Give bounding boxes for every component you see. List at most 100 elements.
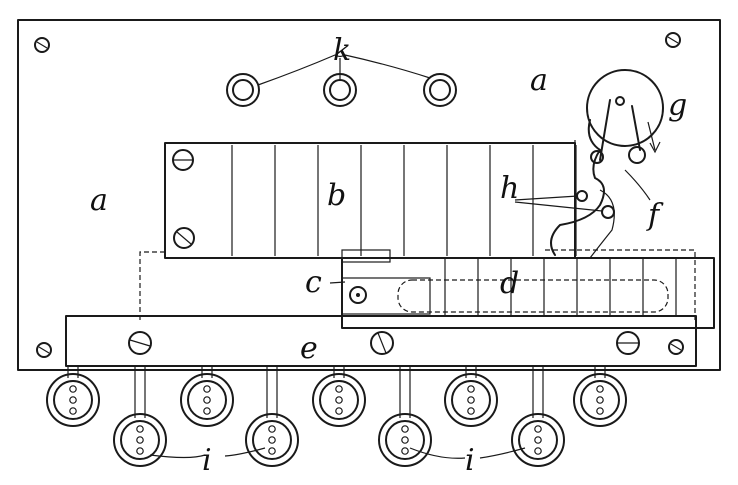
key	[511, 366, 565, 467]
key-coil	[401, 447, 409, 455]
key-cap-inner	[53, 380, 93, 420]
pawl-spring	[550, 119, 605, 256]
hidden-outline	[139, 251, 165, 320]
key-group	[46, 366, 627, 467]
key	[46, 366, 100, 427]
label-a-left: a	[90, 183, 108, 218]
key-coil	[335, 407, 343, 415]
slider-bar	[341, 257, 715, 329]
key-coil	[596, 407, 604, 415]
key-coil	[401, 436, 409, 444]
label-g: g	[668, 88, 687, 123]
key	[312, 366, 366, 427]
block-screw	[173, 227, 195, 249]
key-cap-inner	[252, 420, 292, 460]
slot-outline	[397, 279, 669, 313]
key-coil	[467, 385, 475, 393]
hidden-outline	[545, 249, 696, 320]
key-coil	[534, 436, 542, 444]
slider-tab	[341, 249, 391, 263]
key-coil	[467, 407, 475, 415]
rail-screw	[370, 331, 394, 355]
leader-i	[149, 447, 266, 459]
pawl-spring	[589, 189, 615, 259]
label-a-right: a	[530, 63, 548, 98]
key-coil	[69, 385, 77, 393]
lever-arm	[599, 99, 641, 161]
wheel-pivot	[615, 96, 625, 106]
terminal	[423, 73, 457, 107]
key	[180, 366, 234, 427]
key-cap-outer	[511, 413, 565, 467]
label-i-right: i	[465, 443, 475, 478]
key-coil	[534, 447, 542, 455]
key-cap-outer	[113, 413, 167, 467]
pawl-pivot	[590, 150, 604, 164]
pawl-pin	[576, 190, 588, 202]
label-k: k	[333, 33, 351, 68]
key-cap-inner	[120, 420, 160, 460]
leader-c	[329, 281, 346, 284]
key-coil	[69, 396, 77, 404]
label-e: e	[300, 331, 318, 366]
key-coil	[203, 396, 211, 404]
slider-carriage	[341, 277, 431, 315]
key-coil	[136, 436, 144, 444]
corner-screw	[668, 339, 684, 355]
leader-f	[624, 169, 651, 201]
carriage-screw	[349, 286, 367, 304]
lever-pin	[628, 146, 646, 164]
key-coil	[69, 407, 77, 415]
key	[113, 366, 167, 467]
key-cap-outer	[573, 373, 627, 427]
key-coil	[136, 447, 144, 455]
label-h: h	[500, 171, 519, 206]
label-d: d	[500, 266, 519, 301]
key-cap-inner	[319, 380, 359, 420]
cam-wheel	[586, 69, 664, 147]
leader-h	[514, 195, 603, 212]
key-coil	[268, 425, 276, 433]
label-c: c	[305, 265, 322, 300]
key-cap-outer	[180, 373, 234, 427]
key-cap-outer	[444, 373, 498, 427]
label-f: f	[646, 198, 664, 233]
direction-arrow-head	[649, 141, 661, 154]
slat-group	[231, 145, 577, 256]
key-cap-outer	[378, 413, 432, 467]
key-cap-outer	[245, 413, 299, 467]
terminal-wire	[257, 54, 431, 86]
key-cap-inner	[187, 380, 227, 420]
key-coil	[335, 385, 343, 393]
key-cap-inner	[385, 420, 425, 460]
direction-arrow	[647, 121, 656, 151]
pawl-pin	[601, 205, 615, 219]
key	[444, 366, 498, 427]
corner-screw	[665, 32, 681, 48]
rail-screw	[128, 331, 152, 355]
key-cap-outer	[46, 373, 100, 427]
key-cap-inner	[518, 420, 558, 460]
key-coil	[534, 425, 542, 433]
label-i-left: i	[202, 443, 212, 478]
key-coil	[335, 396, 343, 404]
label-b: b	[327, 178, 346, 213]
block-screw	[172, 149, 194, 171]
rail-screw	[616, 331, 640, 355]
leader-i	[409, 447, 526, 459]
key-coil	[268, 447, 276, 455]
key	[245, 366, 299, 467]
slider-tooth-group	[444, 258, 677, 316]
key-coil	[136, 425, 144, 433]
key-coil	[467, 396, 475, 404]
corner-screw	[36, 342, 52, 358]
key-coil	[401, 425, 409, 433]
key-coil	[268, 436, 276, 444]
key	[573, 366, 627, 427]
key-rail	[65, 315, 697, 367]
key-cap-outer	[312, 373, 366, 427]
key-coil	[203, 385, 211, 393]
key-coil	[203, 407, 211, 415]
key-coil	[596, 385, 604, 393]
